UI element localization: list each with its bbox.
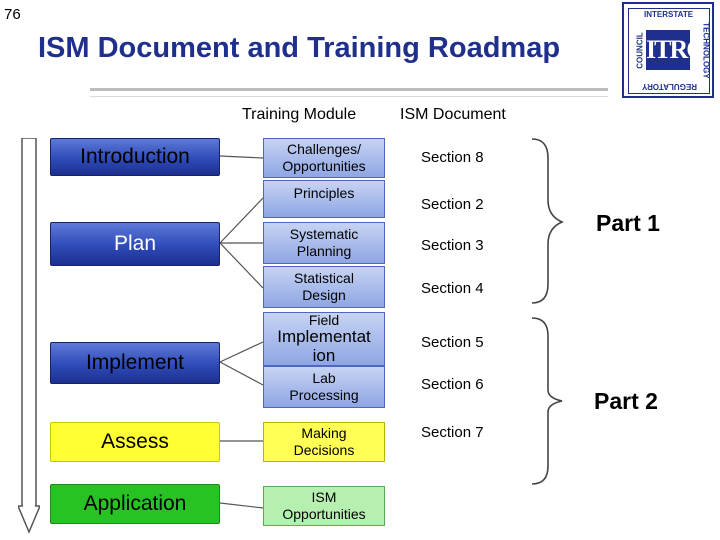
phase-label: Plan — [113, 232, 157, 255]
module-line: Challenges/ — [287, 141, 361, 157]
phase-label: Application — [83, 492, 187, 515]
module-line: Planning — [296, 243, 352, 259]
module-line: Field — [308, 312, 340, 328]
slide-number: 76 — [4, 6, 21, 23]
title-underline — [90, 88, 608, 91]
module-line: Principles — [293, 185, 355, 201]
module-line: Opportunities — [282, 158, 366, 174]
section-label: Section 5 — [421, 334, 484, 351]
module-line: Statistical — [294, 270, 354, 286]
phase-assess: Assess — [50, 422, 220, 462]
section-label: Section 3 — [421, 237, 484, 254]
module-line: Systematic — [289, 226, 359, 242]
itrc-logo: INTERSTATE COUNCIL TECHNOLOGY REGULATORY… — [622, 2, 714, 98]
module-line: Implementat — [277, 327, 371, 346]
module-line: Lab — [312, 370, 336, 386]
phase-implement: Implement — [50, 342, 220, 384]
phase-introduction: Introduction — [50, 138, 220, 176]
phase-label: Introduction — [80, 145, 190, 168]
logo-ring — [628, 8, 710, 94]
module-line: Opportunities — [282, 506, 366, 522]
column-header-training-module: Training Module — [242, 106, 357, 123]
module-line: ISM — [311, 489, 337, 505]
module-challenges-opportunities: Challenges/Opportunities — [263, 138, 385, 178]
logo-top-text: INTERSTATE — [644, 10, 694, 19]
module-line: ion — [312, 346, 336, 365]
phase-label: Implement — [85, 351, 185, 374]
section-label: Section 7 — [421, 424, 484, 441]
phase-label: Assess — [101, 430, 169, 453]
title-underline-thin — [90, 96, 608, 97]
section-label: Section 6 — [421, 376, 484, 393]
part-2-label: Part 2 — [594, 388, 658, 414]
slide-title: ISM Document and Training Roadmap — [38, 32, 561, 64]
module-line: Decisions — [293, 442, 355, 458]
part2-brace — [531, 317, 563, 485]
module-line: Processing — [289, 387, 359, 403]
part1-brace — [531, 138, 565, 304]
module-line: Design — [302, 287, 346, 303]
section-label: Section 4 — [421, 280, 484, 297]
section-label: Section 2 — [421, 196, 484, 213]
column-header-ism-document: ISM Document — [400, 106, 506, 123]
phase-plan: Plan — [50, 222, 220, 266]
module-line: Making — [301, 425, 347, 441]
section-label: Section 8 — [421, 149, 484, 166]
part-1-label: Part 1 — [596, 210, 660, 236]
module-principles: Principles — [263, 180, 385, 218]
phase-application: Application — [50, 484, 220, 524]
progression-arrow — [18, 138, 40, 534]
